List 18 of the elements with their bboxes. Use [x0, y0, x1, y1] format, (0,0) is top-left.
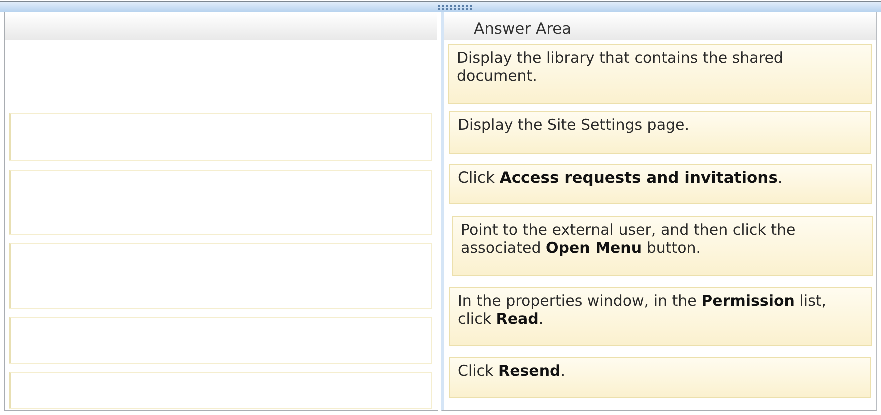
step-text: Click Resend.	[458, 362, 567, 380]
drop-slot	[9, 170, 432, 235]
step-text: Click Access requests and invitations.	[458, 169, 784, 187]
panel-heading: Answer Area	[474, 20, 572, 38]
step-card	[449, 287, 872, 346]
drop-slot	[9, 243, 432, 309]
step-text: Point to the external user, and then click the associated Open Menu button.	[461, 221, 797, 257]
step-card	[449, 357, 871, 398]
step-card	[449, 111, 871, 154]
step-card	[449, 164, 872, 204]
step-text: Display the library that contains the shared document.	[457, 49, 784, 85]
drop-slot	[9, 372, 432, 409]
drop-slot	[9, 113, 432, 161]
step-card	[452, 216, 873, 276]
step-text: Display the Site Settings page.	[458, 116, 691, 134]
step-text: In the properties window, in the Permission list, click Read.	[458, 292, 828, 328]
drop-slot	[9, 317, 432, 364]
step-card	[448, 44, 872, 104]
